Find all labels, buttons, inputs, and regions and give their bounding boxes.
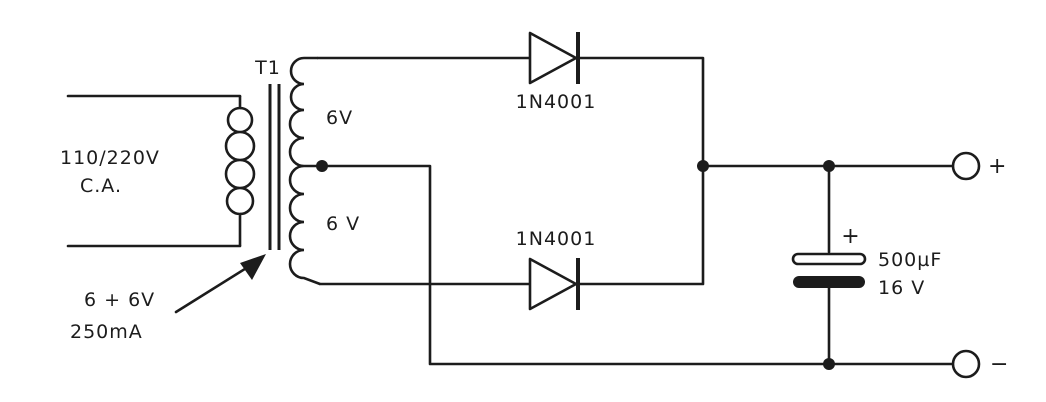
capacitor-value-label: 500µF	[878, 249, 942, 271]
rating-voltage-label: 6 + 6V	[84, 289, 155, 311]
capacitor-polarity-label: +	[841, 224, 860, 249]
primary-voltage-label: 110/220V	[60, 147, 160, 169]
rating-arrow	[174, 254, 266, 314]
primary-leads	[66, 94, 242, 248]
transformer-name: T1	[254, 57, 281, 79]
rating-current-label: 250mA	[70, 321, 143, 343]
capacitor-positive-node	[823, 160, 835, 172]
diode-lower	[528, 257, 580, 311]
transformer-core	[268, 84, 281, 250]
center-tap-node	[316, 160, 328, 172]
diode-upper	[528, 31, 580, 85]
secondary-winding	[288, 56, 322, 286]
primary-winding	[224, 96, 242, 246]
rectifier-output-node	[697, 160, 709, 172]
secondary-lower-label: 6 V	[326, 213, 360, 235]
diode-lower-label: 1N4001	[516, 228, 597, 250]
junction-nodes	[316, 160, 835, 370]
primary-type-label: C.A.	[80, 175, 122, 197]
positive-terminal[interactable]	[951, 151, 981, 181]
capacitor-voltage-label: 16 V	[878, 277, 925, 299]
lower-wire	[318, 164, 705, 286]
capacitor	[791, 252, 867, 288]
negative-rail	[320, 164, 954, 366]
output-positive-label: +	[988, 154, 1007, 179]
secondary-upper-label: 6V	[326, 107, 353, 129]
upper-wire	[316, 56, 705, 168]
primary-winding-ends	[239, 106, 256, 216]
diode-upper-label: 1N4001	[516, 91, 597, 113]
capacitor-negative-node	[823, 358, 835, 370]
output-negative-label: −	[990, 352, 1009, 377]
negative-terminal[interactable]	[951, 349, 981, 379]
